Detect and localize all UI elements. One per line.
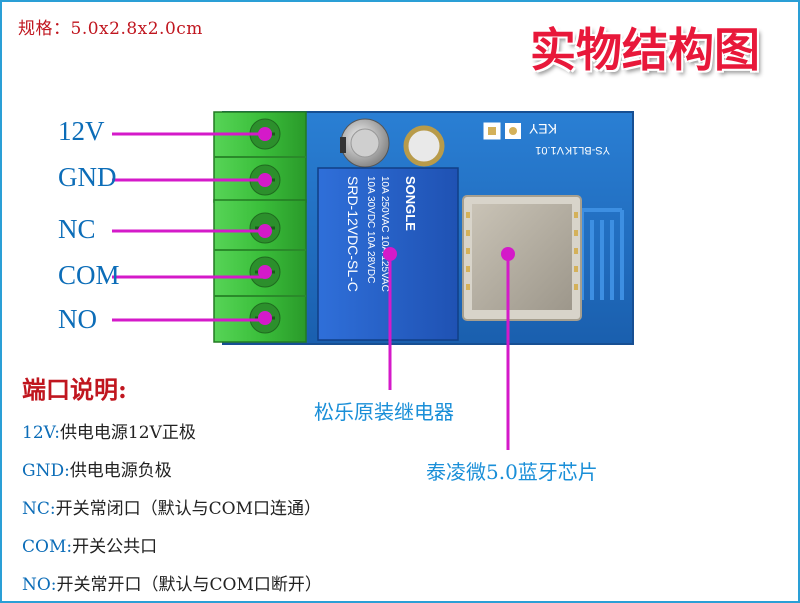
relay-rating-2: 10A 30VDC 10A 28VDC — [365, 176, 376, 283]
version-label: V1.01 — [535, 144, 564, 156]
port-desc-key: 12V: — [22, 423, 60, 443]
pin-label-no: NO — [58, 304, 97, 334]
key-label: KEY — [528, 121, 557, 137]
pin-label-com: COM — [58, 260, 120, 290]
relay-model: SRD-12VDC-SL-C — [345, 176, 361, 292]
pin-label-nc: NC — [58, 214, 96, 244]
pin-label-gnd: GND — [58, 162, 117, 192]
capacitor — [340, 118, 390, 168]
spec-text: 规格：5.0x2.8x2.0cm — [18, 19, 203, 39]
chip-callout: 泰凌微5.0蓝牙芯片 — [426, 460, 598, 484]
relay-callout: 松乐原装继电器 — [314, 400, 454, 424]
pin-label-12v: 12V — [58, 116, 105, 146]
relay-rating-1: 10A 250VAC 10A 125VAC — [379, 176, 390, 292]
port-desc-key: GND: — [22, 461, 70, 481]
port-desc-text: 开关常闭口（默认与COM口连通） — [55, 499, 321, 519]
port-desc-key: COM: — [22, 537, 73, 557]
port-desc-key: NO: — [22, 575, 57, 595]
callout-markers — [383, 247, 515, 450]
port-section-title: 端口说明: — [22, 375, 127, 404]
port-desc-text: 供电电源12V正极 — [59, 423, 196, 443]
port-desc-key: NC: — [22, 499, 56, 519]
port-desc-text: 供电电源负极 — [69, 461, 172, 481]
port-desc-com: COM:开关公共口 — [22, 532, 157, 557]
relay-brand: SONGLE — [403, 176, 418, 231]
diagram-title: 实物结构图 — [530, 23, 760, 77]
model-label: YS-BL1K — [564, 144, 610, 156]
port-desc-nc: NC:开关常闭口（默认与COM口连通） — [22, 494, 321, 519]
pin-markers — [112, 127, 272, 325]
port-desc-12v: 12V:供电电源12V正极 — [22, 418, 196, 443]
port-desc-no: NO:开关常开口（默认与COM口断开） — [22, 570, 322, 595]
bluetooth-module — [462, 195, 582, 321]
port-desc-text: 开关常开口（默认与COM口断开） — [56, 575, 322, 595]
port-desc-gnd: GND:供电电源负极 — [22, 456, 172, 481]
port-desc-text: 开关公共口 — [72, 537, 158, 557]
